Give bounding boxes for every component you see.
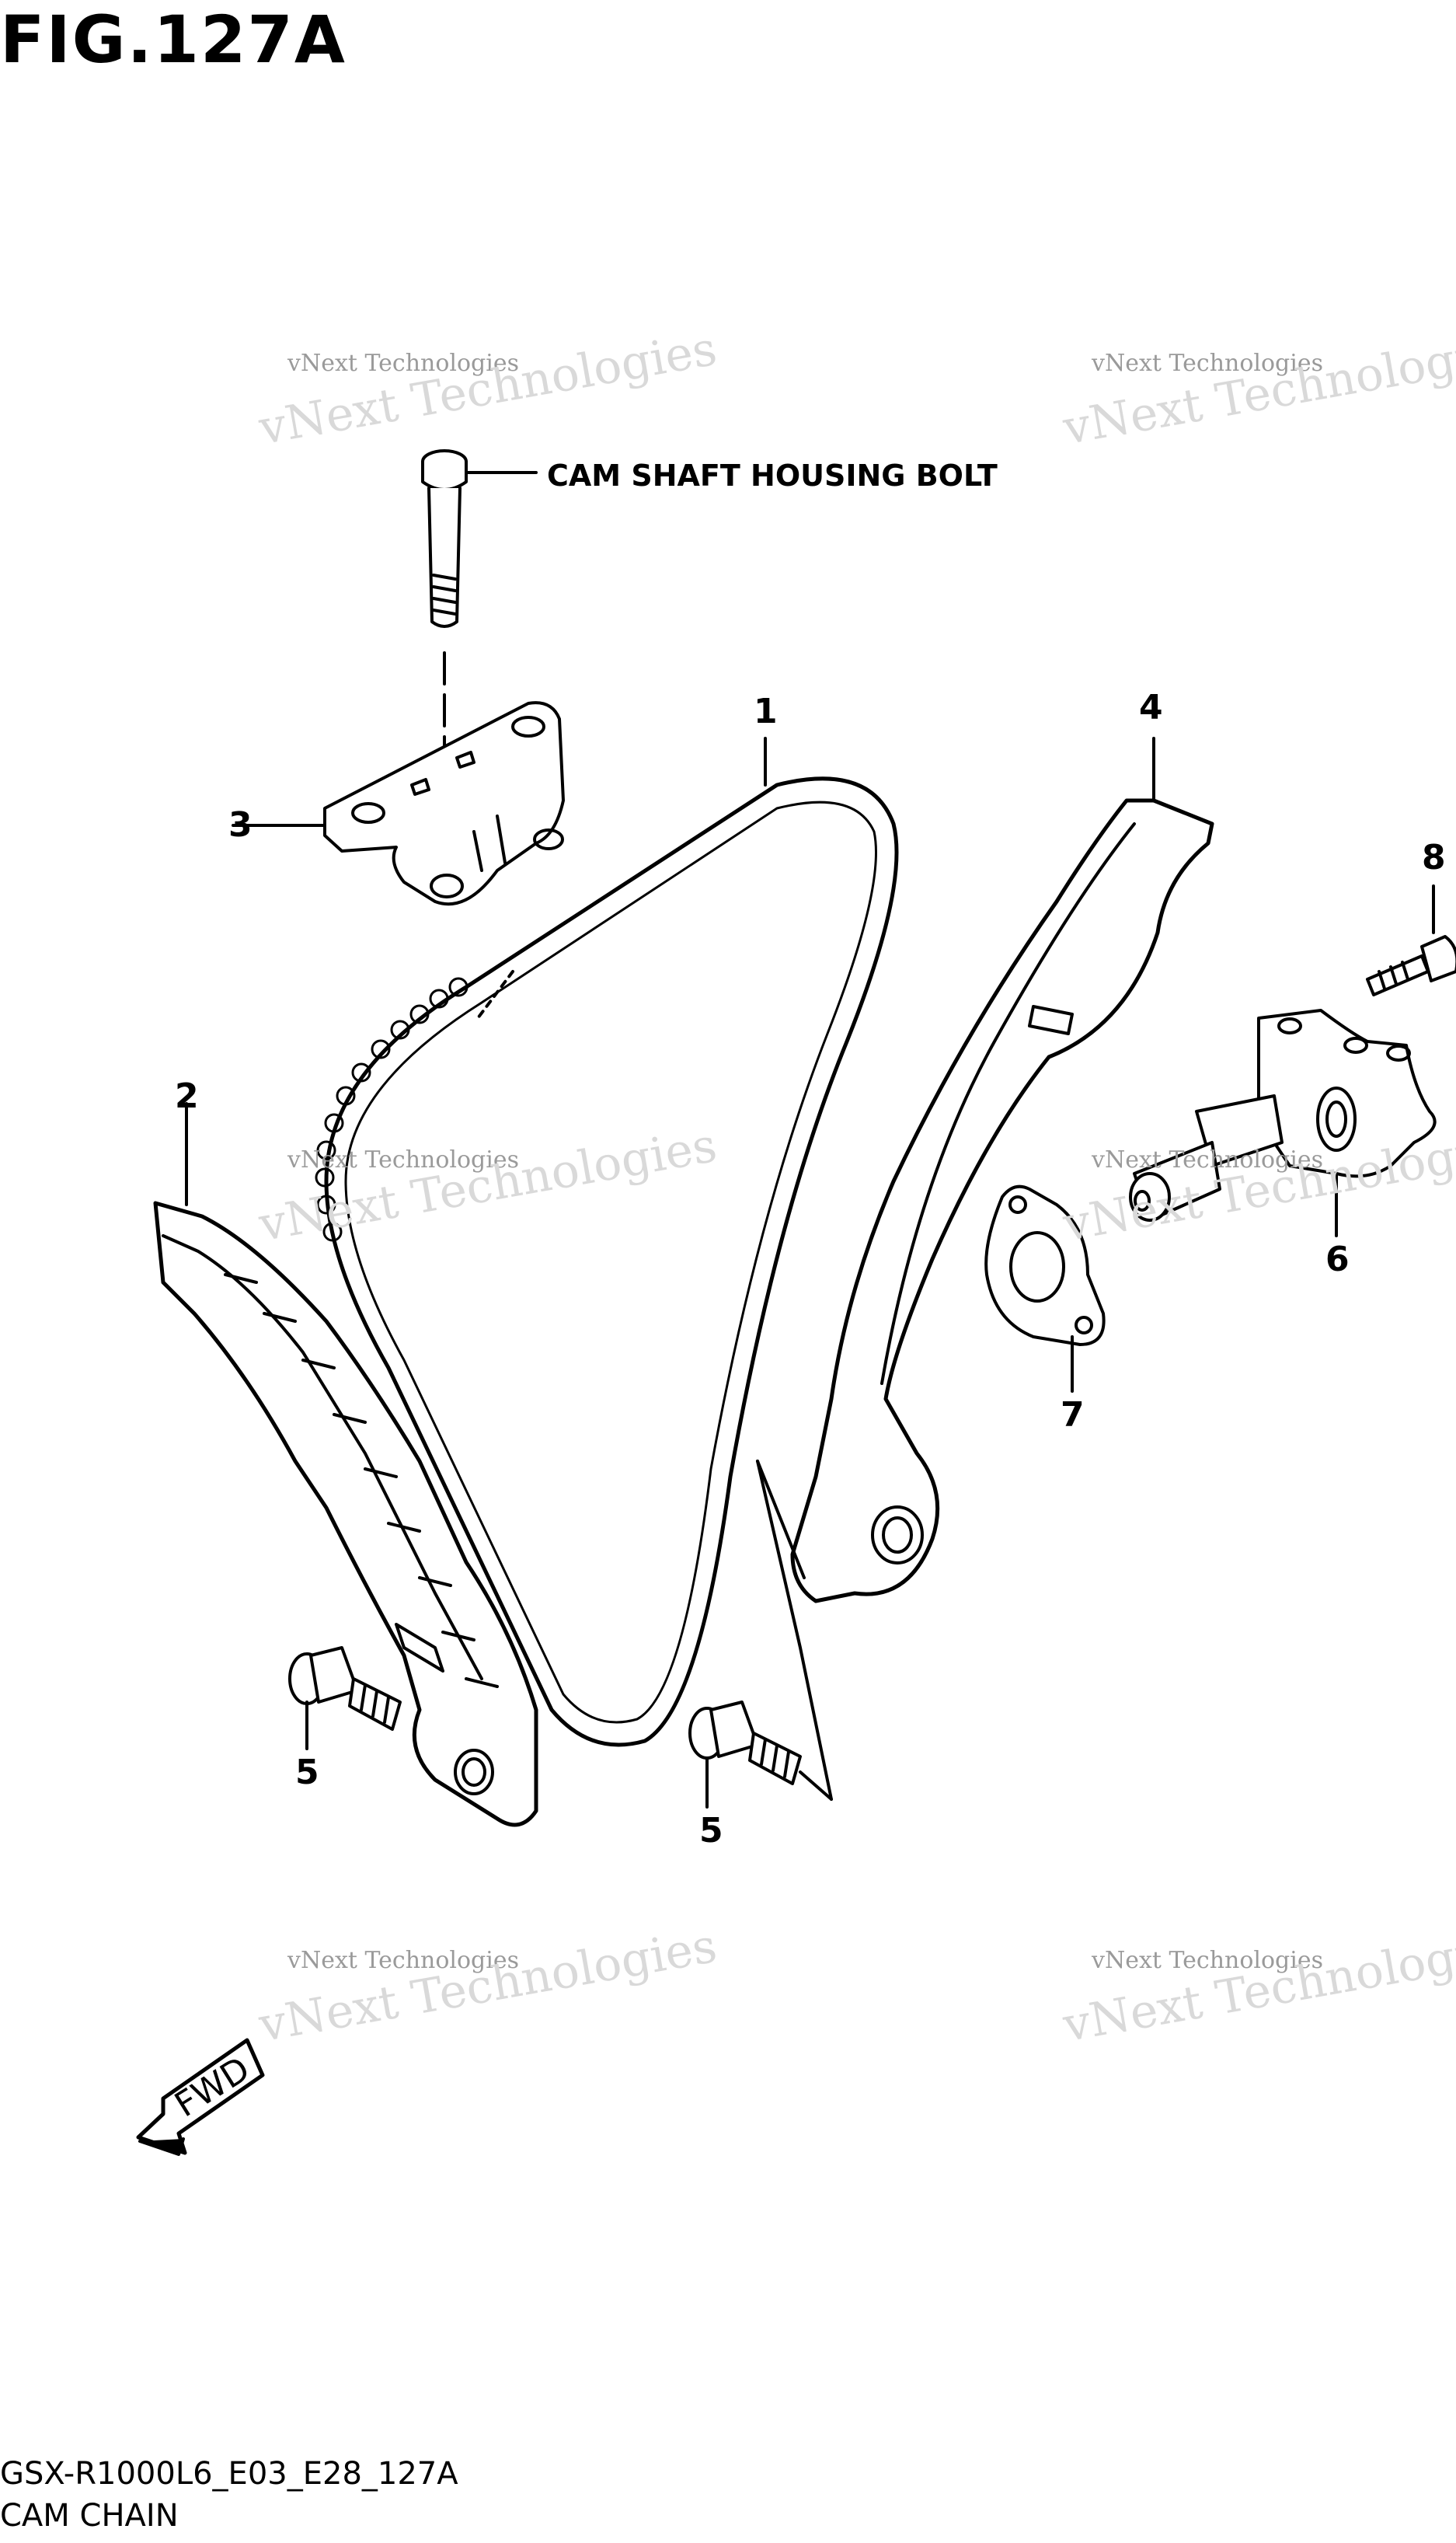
cam-shaft-housing-bolt-label: CAM SHAFT HOUSING BOLT — [547, 459, 998, 493]
part-3-upper-guide — [232, 701, 565, 906]
part-1-cam-chain — [315, 737, 899, 1747]
callout-6: 6 — [1325, 1240, 1350, 1279]
watermark-bottom-left: vNext Technologies vNext Technologies — [255, 1918, 721, 2053]
fwd-arrow-icon — [136, 2038, 265, 2156]
callout-7: 7 — [1061, 1395, 1085, 1435]
figure-title: FIG.127A — [0, 2, 347, 78]
callout-8: 8 — [1422, 838, 1446, 877]
part-7-gasket — [984, 1184, 1106, 1393]
watermark-middle-right: vNext Technologies vNext Technologies — [1059, 1118, 1456, 1253]
figure-name: CAM CHAIN — [0, 2498, 179, 2534]
callout-2: 2 — [175, 1076, 199, 1116]
part-5-right-bolt — [688, 1701, 802, 1809]
callout-3: 3 — [228, 805, 253, 845]
callout-5-left: 5 — [295, 1753, 319, 1792]
part-8-bolt — [1366, 884, 1456, 996]
part-6-tensioner — [1129, 1009, 1437, 1237]
watermark-top-left: vNext Technologies vNext Technologies — [255, 321, 721, 456]
watermark-top-right: vNext Technologies vNext Technologies — [1059, 321, 1456, 456]
figure-code: GSX-R1000L6_E03_E28_127A — [0, 2456, 458, 2492]
watermark-middle-left: vNext Technologies vNext Technologies — [255, 1118, 721, 1253]
callout-5-right: 5 — [699, 1811, 723, 1851]
watermark-bottom-right: vNext Technologies vNext Technologies — [1059, 1918, 1456, 2053]
callout-1: 1 — [754, 692, 778, 731]
part-4-tensioner-arm — [790, 737, 1214, 1603]
pivot-bracket — [756, 1460, 833, 1801]
callout-4: 4 — [1139, 688, 1163, 727]
part-5-left-bolt — [288, 1646, 402, 1750]
part-2-front-guide — [153, 1102, 538, 1827]
